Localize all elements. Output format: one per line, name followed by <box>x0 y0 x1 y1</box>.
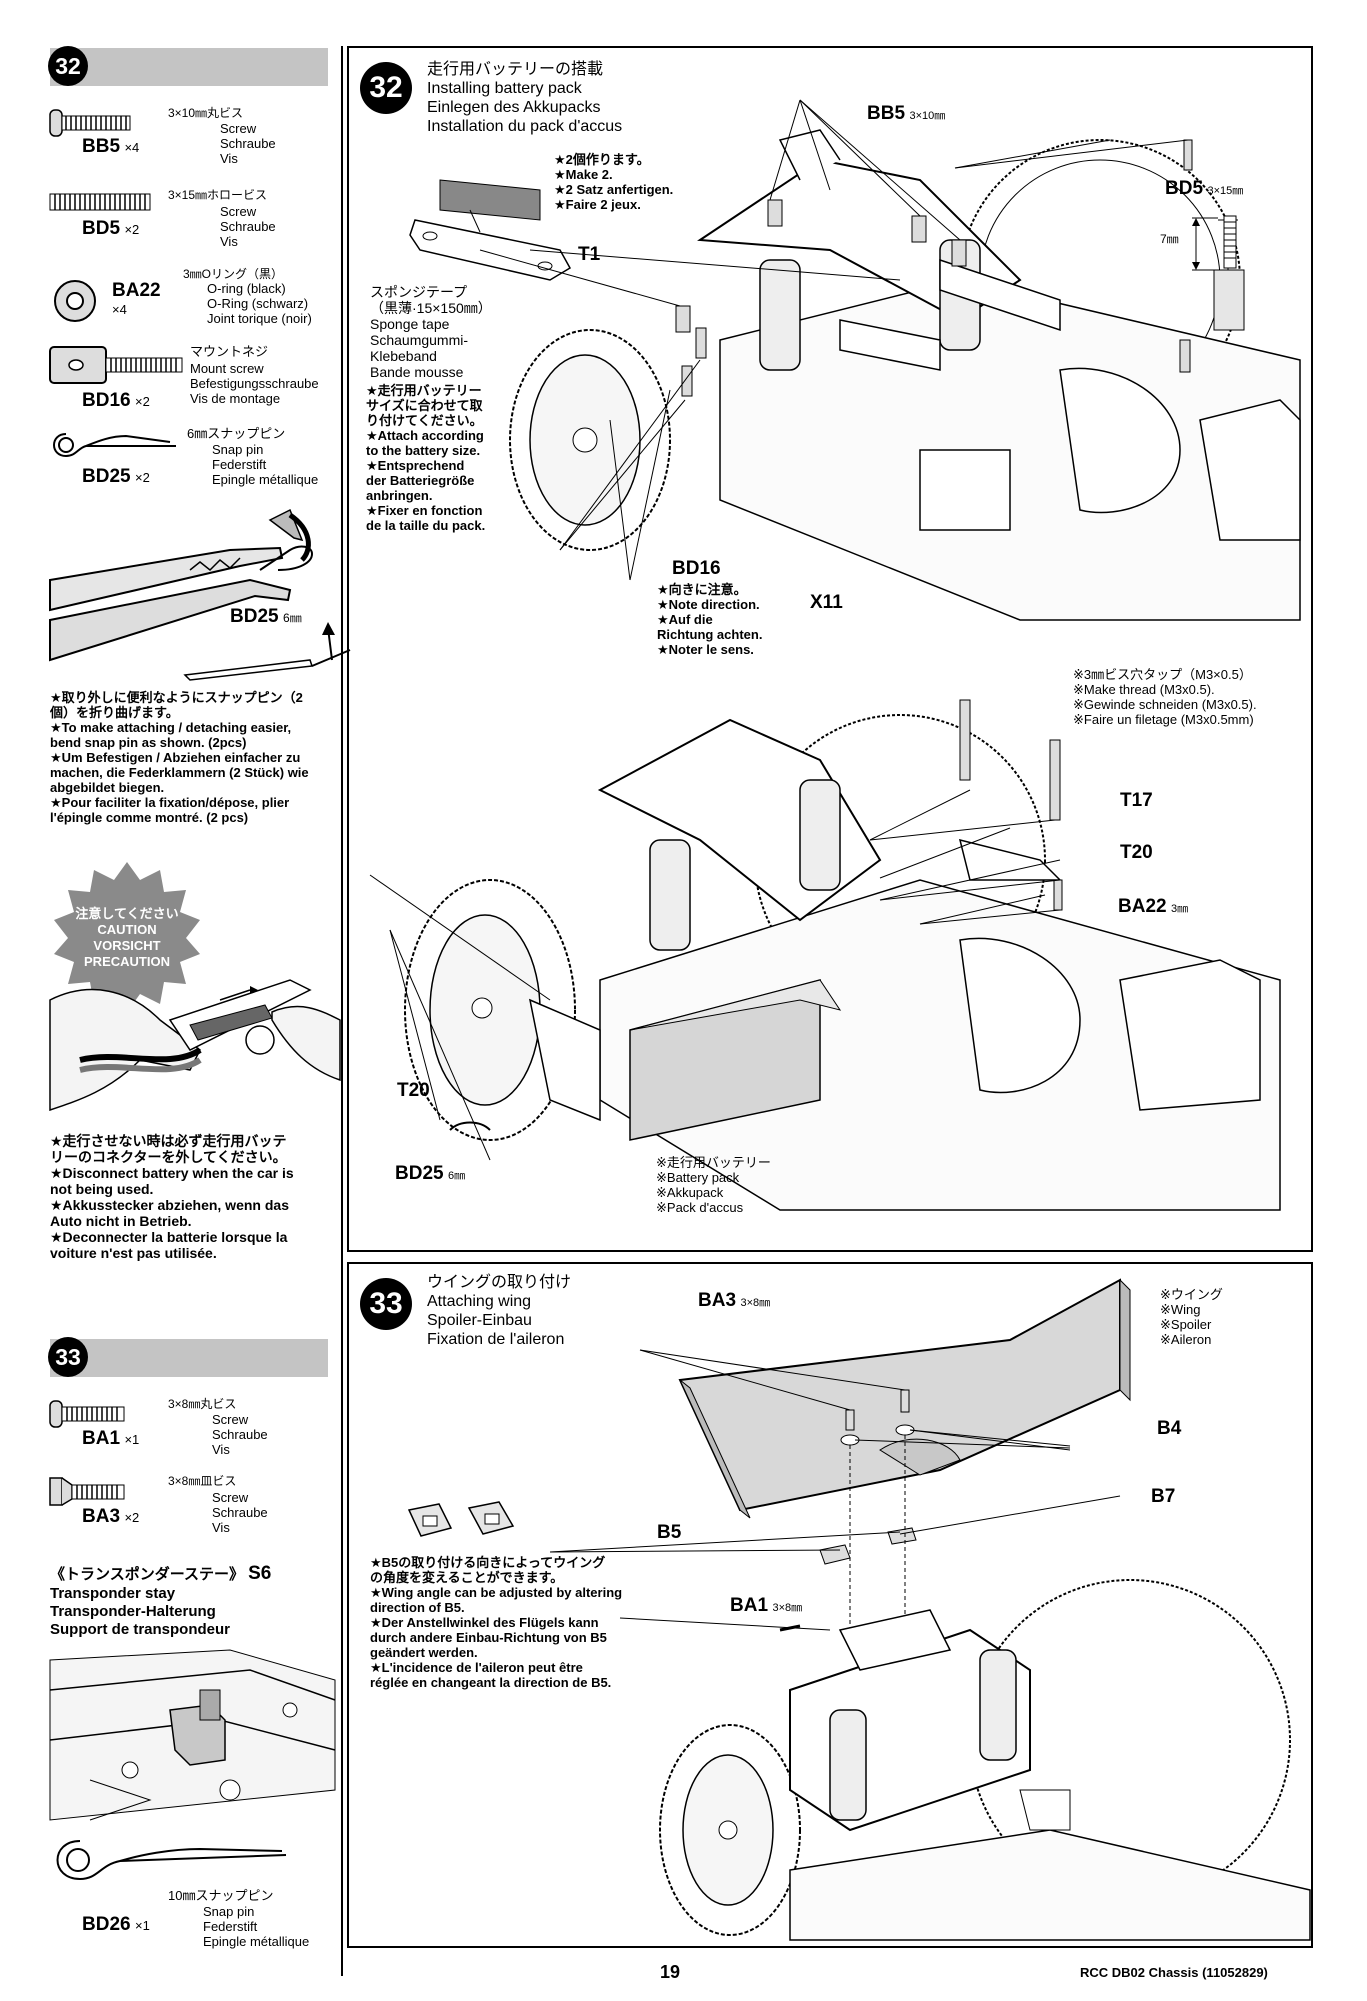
label-x11: X11 <box>810 592 843 613</box>
label-ba1: BA1 3×8㎜ <box>730 1595 803 1616</box>
part-code: BD16 ×2 <box>82 390 150 411</box>
snap-pin-icon <box>53 433 176 458</box>
part-code: BA1 ×1 <box>82 1428 140 1449</box>
part-spec: 3×8㎜丸ビス <box>168 1397 237 1411</box>
label-bb5: BB5 3×10㎜ <box>867 103 946 124</box>
flat-screw-icon <box>49 1477 125 1506</box>
label-t20-left: T20 <box>397 1080 430 1101</box>
part-spec: 10㎜スナップピン <box>168 1888 274 1903</box>
label-bd16: BD16 <box>672 558 721 579</box>
make2-notes: ★2個作ります。★Make 2.★2 Satz anfertigen.★Fair… <box>554 152 674 212</box>
part-spec: 3×10㎜丸ビス <box>168 106 244 120</box>
label-t20: T20 <box>1120 842 1153 863</box>
step32-panel-number: 32 <box>360 62 412 114</box>
bend-label: BD25 6㎜ <box>230 606 302 627</box>
part-code: BA3 ×2 <box>82 1506 140 1527</box>
part-spec: 3×15㎜ホロービス <box>168 188 268 202</box>
screw-icon <box>49 1400 125 1428</box>
screw-icon <box>49 109 131 137</box>
page-number: 19 <box>660 1962 681 1982</box>
caution-badge-icon <box>54 862 200 1012</box>
thread-notes: ※3㎜ビス穴タップ（M3×0.5）※Make thread (M3x0.5).※… <box>1073 667 1257 727</box>
step33-panel-number: 33 <box>360 1278 412 1330</box>
part-code: BD25 ×2 <box>82 466 150 487</box>
label-t17: T17 <box>1120 790 1153 811</box>
label-b5: B5 <box>657 1522 682 1543</box>
wing-assembly-illustration <box>549 1278 1311 1941</box>
part-qty: ×4 <box>112 302 127 317</box>
step32-header-bar <box>50 48 328 86</box>
part-code: BB5 ×4 <box>82 136 140 157</box>
part-code: BD5 ×2 <box>82 218 140 239</box>
b5-orientation-icon <box>407 1501 515 1537</box>
pliers-illustration <box>49 508 351 681</box>
column-divider <box>341 46 343 1976</box>
step32-panel <box>347 46 1313 1252</box>
screw-icon <box>49 193 151 211</box>
connector-hands-illustration <box>49 979 341 1112</box>
attach-notes: ★走行用バッテリーサイズに合わせて取り付けてください。★Attach accor… <box>366 383 486 533</box>
wing-angle-notes: ★B5の取り付ける向きによってウイングの角度を変えることができます。★Wing … <box>370 1555 623 1690</box>
caution-notes: ★走行させない時は必ず走行用バッテリーのコネクターを外してください。★Disco… <box>50 1133 294 1261</box>
part-code: BA22 <box>112 280 161 301</box>
bd5-dimension-illustration <box>1192 215 1245 331</box>
label-ba3: BA3 3×8㎜ <box>698 1290 771 1311</box>
label-ba22: BA22 3㎜ <box>1118 896 1189 917</box>
transponder-stay-illustration <box>49 1649 336 1821</box>
label-bd5: BD5 3×15㎜ <box>1165 178 1244 199</box>
part-spec: マウントネジ <box>190 344 269 359</box>
step33-panel <box>347 1262 1313 1948</box>
part-spec: 3×8㎜皿ビス <box>168 1474 237 1488</box>
wing-notes: ※ウイング※Wing※Spoiler※Aileron <box>1160 1287 1223 1347</box>
chassis-battery-illustration <box>369 699 1281 1211</box>
transponder-title: 《トランスポンダーステー》 S6 <box>50 1563 272 1584</box>
part-spec: 6㎜スナップピン <box>187 426 286 441</box>
label-b4: B4 <box>1157 1418 1182 1439</box>
part-names: O-ring (black)O-Ring (schwarz)Joint tori… <box>207 281 312 326</box>
snap-pin-icon <box>56 1840 287 1881</box>
step33-header-bar <box>50 1339 328 1377</box>
battery-stay-illustration <box>409 179 572 281</box>
label-t1: T1 <box>578 244 601 265</box>
o-ring-icon <box>54 280 96 322</box>
part-code: BD26 ×1 <box>82 1914 150 1935</box>
step32-number-badge: 32 <box>48 46 88 86</box>
mount-screw-icon <box>49 346 183 384</box>
battery-notes: ※走行用バッテリー※Battery pack※Akkupack※Pack d'a… <box>656 1155 771 1215</box>
dimension-7mm: 7㎜ <box>1160 232 1179 246</box>
label-b7: B7 <box>1151 1486 1176 1507</box>
footer-title: RCC DB02 Chassis (11052829) <box>1080 1965 1268 1980</box>
step33-number-badge: 33 <box>48 1337 88 1377</box>
part-spec: 3㎜Oリング（黒） <box>183 267 284 281</box>
chassis-top-illustration <box>479 99 1301 621</box>
label-bd25: BD25 6㎜ <box>395 1163 466 1184</box>
